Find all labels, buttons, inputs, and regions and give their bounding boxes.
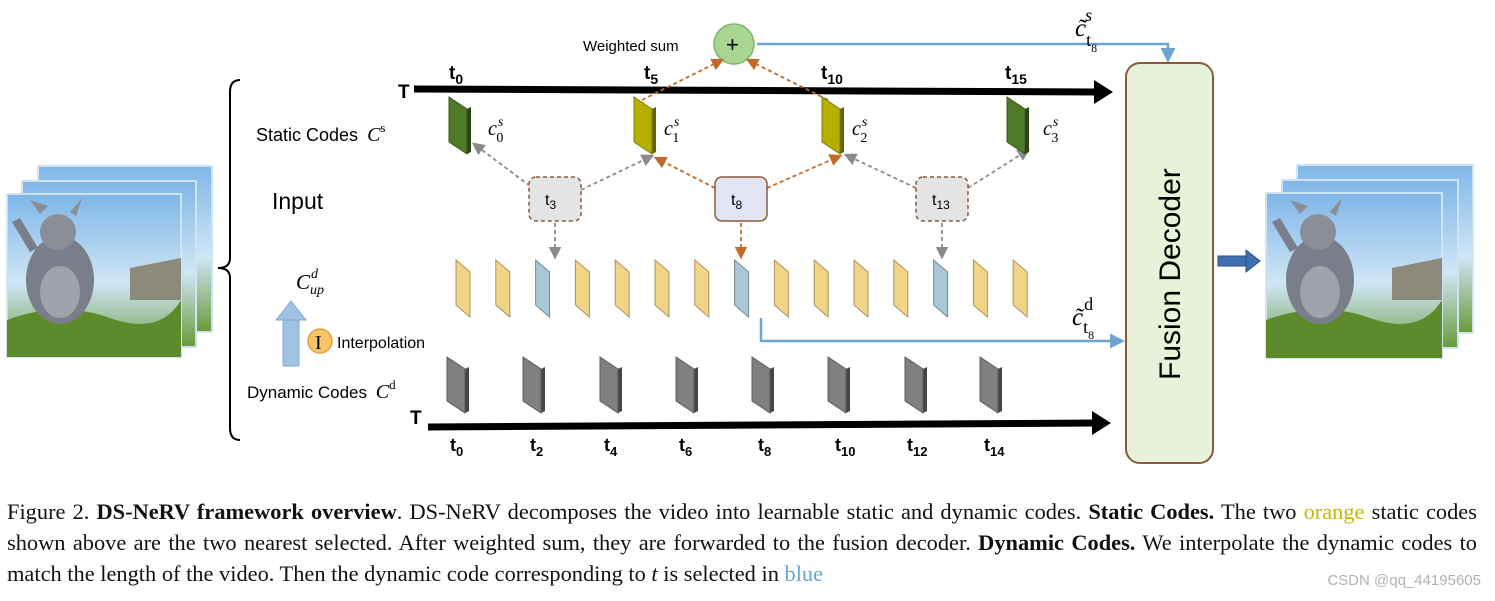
bottom-tick-label: t14 [984, 435, 1005, 459]
top-tick-label: t15 [1005, 63, 1027, 87]
upsampled-code-block [455, 258, 471, 319]
upsampled-code-block [813, 258, 829, 319]
svg-text:+: + [726, 32, 739, 57]
top-tick-label: t0 [449, 63, 463, 87]
top-tick-label: t10 [821, 63, 843, 87]
orange-arrow [641, 58, 725, 101]
bottom-tick-label: t0 [450, 435, 463, 459]
bottom-timeline: T t0 t2 t4 t6 t8 t10 t12 t14 [410, 408, 1111, 459]
dynamic-code-block [979, 356, 1002, 414]
output-video-frames [1265, 164, 1474, 359]
dynamic-code-selected-label: c̃t8d [1072, 294, 1094, 342]
input-time-label: t3 [545, 192, 556, 212]
bottom-tick-label: t6 [679, 435, 692, 459]
bottom-tick-label: t8 [758, 435, 771, 459]
caption-blue-word: blue [784, 561, 824, 586]
static-codes-label: Static Codes Cs [256, 120, 385, 146]
fusion-decoder-label: Fusion Decoder [1154, 168, 1187, 380]
interpolation-arrow [274, 300, 308, 367]
bottom-tick-label: t10 [835, 435, 855, 459]
upsampled-code-block [773, 258, 789, 319]
fusion-decoder: Fusion Decoder [1125, 62, 1214, 464]
input-time-label: t8 [731, 192, 742, 212]
bottom-tick-label: t4 [604, 435, 618, 459]
input-time-label: t13 [932, 192, 950, 212]
upsampled-code-block [893, 258, 909, 319]
bottom-tick-label: t2 [530, 435, 543, 459]
input-time-box: t13 [915, 176, 969, 222]
upsampled-code-block [694, 258, 710, 319]
upsampled-code-block [734, 258, 750, 319]
left-brace [217, 79, 241, 441]
static-code-block [448, 96, 471, 155]
top-timeline: T t0 t5 t10 t15 [398, 63, 1113, 104]
upsampled-code-block [933, 258, 949, 319]
gray-arrow [967, 148, 1031, 189]
orange-arrow [766, 154, 843, 189]
input-video-frames [6, 165, 213, 358]
static-code-block [633, 96, 656, 155]
weighted-sum-label: Weighted sum [583, 38, 679, 55]
svg-text:I: I [315, 332, 322, 354]
gray-arrow [580, 154, 655, 191]
orange-arrow [653, 156, 716, 189]
dynamic-code-block [522, 356, 545, 414]
static-code-block [821, 96, 844, 155]
dynamic-code-block [599, 356, 622, 414]
input-time-box: t8 [714, 176, 768, 222]
upsampled-code-block [614, 258, 630, 319]
upsampled-code-block [654, 258, 670, 319]
weighted-sum-node: + [713, 23, 755, 65]
input-label: Input [272, 188, 324, 214]
upsampled-code-block [1012, 258, 1028, 319]
dynamic-code-block [675, 356, 698, 414]
dynamic-code-block [827, 356, 850, 414]
fused-static-code-label: c̃t8s [1075, 5, 1097, 55]
upsampled-code-block [972, 258, 988, 319]
interpolation-icon: I [307, 328, 333, 354]
interpolation-label: Interpolation [337, 335, 425, 352]
dynamic-code-block [751, 356, 774, 414]
output-arrow [1217, 248, 1261, 274]
gray-arrow [471, 142, 531, 187]
top-tick-label: t5 [644, 63, 658, 87]
upsampled-code-block [495, 258, 511, 319]
gray-arrow [843, 153, 917, 189]
bottom-axis-label: T [410, 408, 422, 429]
orange-arrow [745, 58, 829, 101]
input-time-box: t3 [528, 176, 582, 222]
upsampled-code-block [535, 258, 551, 319]
ds-nerv-diagram: T t0 t5 t10 t15 T t0 t2 t4 t6 t8 t10 t12 t14 Stati… [6, 5, 1474, 464]
dynamic-code-block [446, 356, 469, 414]
upsampled-code-block [853, 258, 869, 319]
dynamic-codes-label: Dynamic Codes Cd [247, 377, 396, 403]
dynamic-code-block [904, 356, 927, 414]
caption-orange-word: orange [1303, 499, 1365, 524]
dynamic-to-decoder-connection [759, 318, 1125, 349]
figure-caption: Figure 2. DS-NeRV framework overview. DS… [7, 499, 1477, 586]
upsampled-code-block [574, 258, 590, 319]
watermark: CSDN @qq_44195605 [1327, 572, 1481, 589]
static-code-block [1006, 96, 1029, 155]
static-to-decoder-connection [757, 42, 1176, 63]
top-axis-label: T [398, 82, 410, 103]
bottom-tick-label: t12 [907, 435, 927, 459]
